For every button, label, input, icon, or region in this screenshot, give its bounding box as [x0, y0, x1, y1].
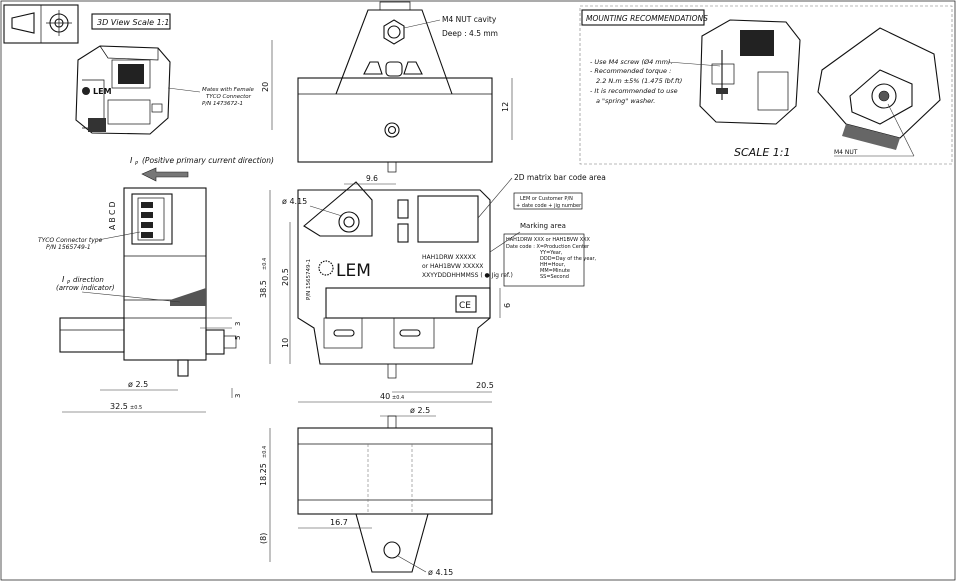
top-view: [297, 1, 493, 173]
legend-2: Date code : X=Production Center: [506, 244, 590, 250]
dim-front-385: 38.5: [259, 280, 268, 298]
mount-note-4: - It is recommended to use: [590, 87, 678, 95]
connector-pins: A B C D: [108, 201, 117, 230]
dim-bottom-dia415: ø 4.15: [428, 568, 453, 577]
connector-type-1: TYCO Connector type: [38, 237, 103, 244]
arrow-indicator-label: (arrow indicator): [56, 284, 115, 292]
mounting-box: [579, 5, 953, 165]
dim-front-205w: 20.5: [476, 381, 494, 390]
dim-front-40-tol: ±0.4: [392, 395, 404, 401]
dim-side-3b: 3: [234, 394, 242, 398]
nut-depth-note: Deep : 4.5 mm: [442, 29, 498, 38]
mounting-view-1: [699, 19, 801, 125]
mates-note-2: TYCO Connector: [206, 94, 252, 100]
iso-sensor-view: LEM: [75, 45, 171, 135]
front-brand: LEM: [336, 261, 371, 281]
dim-bottom-1825: 18.25: [259, 463, 268, 486]
dim-front-6: 6: [503, 303, 512, 308]
current-note: (Positive primary current direction): [142, 156, 274, 165]
mounting-title: MOUNTING RECOMMENDATIONS: [586, 14, 708, 23]
legend-6: MM=Minute: [540, 268, 570, 274]
legend-3: YY=Year,: [539, 250, 563, 256]
mates-note-3: P/N 1473672-1: [202, 101, 243, 107]
side-view: [59, 187, 237, 377]
m4-nut-label: M4 NUT: [834, 149, 858, 156]
pn-note-1: LEM or Customer P/N: [520, 196, 573, 202]
legend-4: DDD=Day of the year,: [540, 256, 597, 262]
dim-front-10: 10: [281, 338, 290, 348]
dim-bottom-167: 16.7: [330, 518, 348, 527]
mount-note-1: - Use M4 screw (Ø4 mm).: [590, 58, 673, 66]
dim-front-dia415: ø 4.15: [282, 197, 307, 206]
pn-note-box: [513, 192, 583, 210]
ip-direction-label: direction: [73, 276, 104, 284]
pn-note-2: + date code + jig number: [516, 203, 582, 209]
connector-type-2: P/N 1565749-1: [46, 244, 91, 251]
dim-side-3: 3: [234, 322, 242, 326]
mount-note-2: - Recommended torque :: [590, 67, 671, 75]
dim-side-width-tol: ±0.5: [130, 405, 142, 411]
mount-note-5: a "spring" washer.: [596, 97, 655, 105]
view-title: 3D View Scale 1:1: [97, 18, 169, 27]
marking-line-1: HAH1DRW XXXXX: [422, 254, 476, 261]
marking-line-3: XXYYDDDHHMMSS ( ● Jig ref.): [422, 272, 513, 279]
mounting-view-2: [817, 27, 941, 150]
dim-top-12: 12: [501, 102, 510, 112]
mount-note-3: 2.2 N.m ±5% (1.475 lbf.ft): [596, 77, 682, 85]
first-angle-projection-icon: [3, 4, 79, 44]
mounting-title-box: [581, 9, 705, 26]
nut-cavity-note: M4 NUT cavity: [442, 15, 497, 24]
marking-legend-box: [503, 233, 585, 287]
mates-note-1: Mates with Female: [202, 87, 254, 93]
mounting-scale: SCALE 1:1: [734, 146, 790, 159]
view-title-box: [91, 13, 171, 30]
dim-side-width: 32.5: [110, 402, 128, 411]
front-ce: CE: [459, 301, 471, 311]
svg-text:P: P: [135, 161, 138, 167]
barcode-note: 2D matrix bar code area: [514, 173, 606, 182]
svg-text:I: I: [130, 156, 133, 165]
front-jig-marking: P/N 1565749-1: [306, 259, 312, 300]
dim-front-96: 9.6: [366, 174, 378, 183]
dim-front-205: 20.5: [281, 268, 290, 286]
front-view: LEM CE P/N 1565749-1: [297, 181, 491, 379]
svg-text:I: I: [62, 275, 65, 284]
legend-1: HAH1DRW XXX or HAH1BVW XXX: [506, 237, 591, 243]
legend-7: SS=Second: [540, 274, 569, 280]
dim-front-40: 40: [380, 392, 390, 401]
iso-brand: LEM: [93, 87, 112, 96]
dim-bottom-8: (8): [259, 533, 268, 544]
marking-note: Marking area: [520, 222, 566, 230]
svg-text:P: P: [67, 280, 70, 286]
dim-side-5: 5: [234, 336, 242, 340]
bottom-view: [297, 415, 493, 573]
current-direction-arrow: I P (Positive primary current direction): [130, 156, 274, 182]
marking-line-2: or HAH1BVW XXXXX: [422, 263, 483, 270]
dim-front-dia25: ø 2.5: [410, 406, 430, 415]
dim-top-20: 20: [261, 82, 270, 92]
dim-bottom-1825-tol: ±0.4: [262, 446, 268, 458]
dim-side-dia: ø 2.5: [128, 380, 148, 389]
dim-front-385-tol: ±0.4: [262, 258, 268, 270]
legend-5: HH=Hour,: [540, 262, 566, 268]
